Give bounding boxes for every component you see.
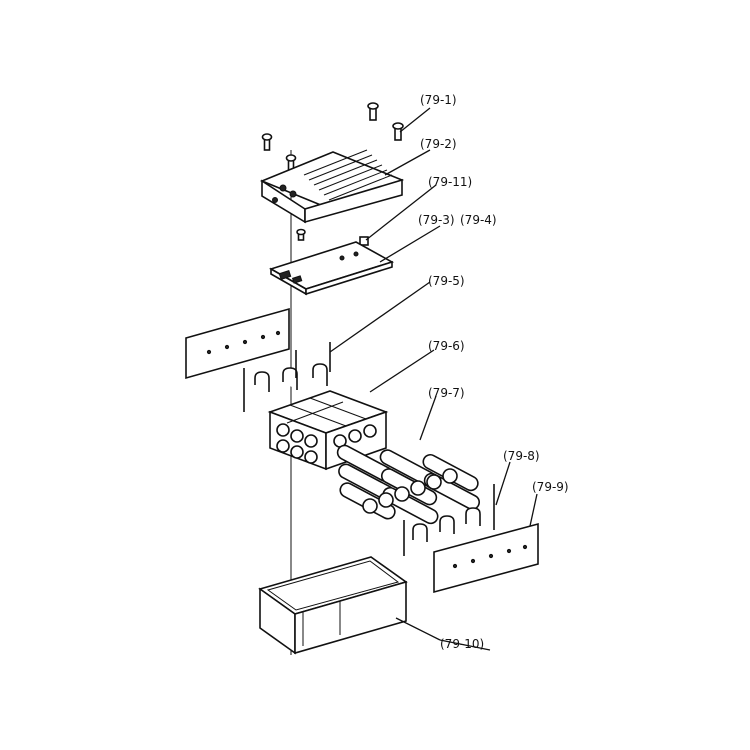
label-79-11: (79-11) [428,175,472,189]
label-79-2: (79-2) [420,137,457,151]
connector-strips-left [243,342,331,412]
connector-strips-right [403,484,495,556]
label-79-4: (79-4) [460,213,497,227]
screws [261,102,404,241]
top-cover [259,149,405,224]
label-79-8: (79-8) [503,449,540,463]
leader-lines [329,107,538,651]
label-79-10: (79-10) [440,637,484,651]
cell-holder-block [267,390,389,471]
label-79-6: (79-6) [428,339,465,353]
circuit-board [269,241,395,296]
label-79-7: (79-7) [428,386,465,400]
left-end-plate [185,307,290,380]
label-79-9: (79-9) [532,480,569,494]
part-labels: (79-1) (79-2) (79-11) (79-3) (79-4) (79-… [418,93,569,651]
label-79-3: (79-3) [418,213,455,227]
right-end-plate [433,522,539,594]
label-79-5: (79-5) [428,274,465,288]
label-79-1: (79-1) [420,93,457,107]
small-part [359,236,369,246]
bottom-case [258,556,408,655]
battery-cells [336,444,481,525]
